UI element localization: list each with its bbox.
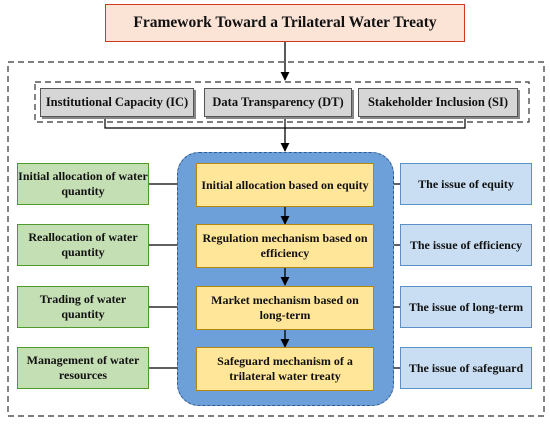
right-box-safeguard: The issue of safeguard bbox=[400, 347, 532, 389]
center-box-label: Market mechanism based on long-term bbox=[211, 293, 359, 322]
right-box-efficiency: The issue of efficiency bbox=[400, 224, 532, 266]
right-box-long-term: The issue of long-term bbox=[400, 286, 532, 328]
outer-dashed-frame bbox=[7, 61, 545, 417]
left-box-label: Reallocation of water quantity bbox=[28, 230, 138, 259]
pillar-data-transparency: Data Transparency (DT) bbox=[204, 88, 352, 117]
pillar-label: Stakeholder Inclusion (SI) bbox=[367, 94, 509, 109]
left-box-management: Management of water resources bbox=[17, 347, 149, 389]
center-box-market: Market mechanism based on long-term bbox=[196, 286, 374, 330]
title-text: Framework Toward a Trilateral Water Trea… bbox=[133, 14, 437, 32]
right-box-label: The issue of long-term bbox=[408, 299, 524, 314]
pillars-dashed-frame bbox=[34, 81, 530, 123]
pillar-label: Data Transparency (DT) bbox=[212, 94, 344, 109]
left-box-label: Management of water resources bbox=[26, 353, 140, 382]
center-box-label: Initial allocation based on equity bbox=[201, 177, 369, 192]
center-box-label: Regulation mechanism based on efficiency bbox=[202, 231, 368, 260]
pillar-label: Institutional Capacity (IC) bbox=[45, 94, 189, 109]
left-box-reallocation: Reallocation of water quantity bbox=[17, 224, 149, 266]
title-box: Framework Toward a Trilateral Water Trea… bbox=[105, 4, 465, 42]
center-box-initial-allocation: Initial allocation based on equity bbox=[196, 163, 374, 207]
right-box-label: The issue of safeguard bbox=[408, 360, 524, 375]
center-box-safeguard: Safeguard mechanism of a trilateral wate… bbox=[196, 347, 374, 391]
right-box-label: The issue of equity bbox=[418, 176, 514, 191]
right-box-label: The issue of efficiency bbox=[409, 237, 523, 252]
left-box-label: Initial allocation of water quantity bbox=[18, 169, 148, 198]
left-box-initial-allocation: Initial allocation of water quantity bbox=[17, 163, 149, 205]
right-box-equity: The issue of equity bbox=[400, 163, 532, 205]
left-box-label: Trading of water quantity bbox=[39, 292, 127, 321]
pillar-stakeholder-inclusion: Stakeholder Inclusion (SI) bbox=[358, 88, 518, 117]
center-box-regulation: Regulation mechanism based on efficiency bbox=[196, 224, 374, 268]
left-box-trading: Trading of water quantity bbox=[17, 286, 149, 328]
center-box-label: Safeguard mechanism of a trilateral wate… bbox=[217, 354, 353, 383]
pillar-institutional-capacity: Institutional Capacity (IC) bbox=[40, 88, 194, 117]
